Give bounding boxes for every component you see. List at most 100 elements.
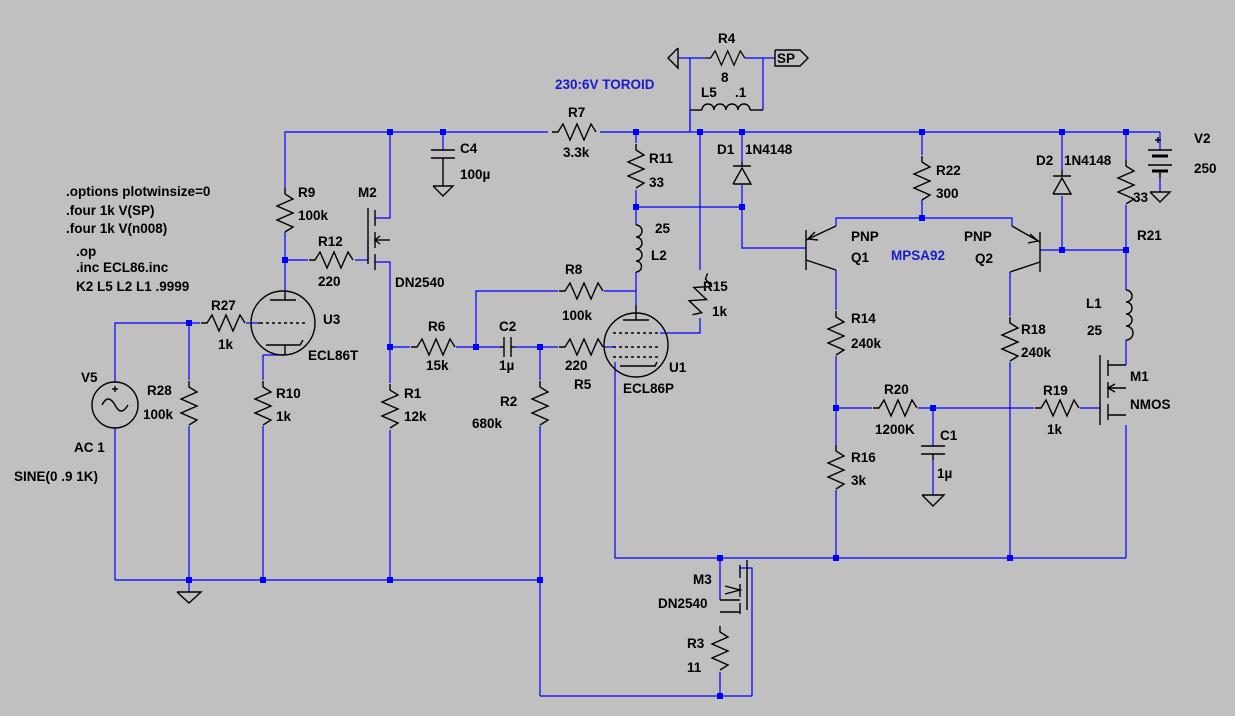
junction bbox=[387, 344, 393, 350]
resistor-R20-symbol[interactable] bbox=[872, 399, 918, 417]
resistor-R2-symbol[interactable] bbox=[531, 380, 549, 426]
label-R8: R8 bbox=[565, 262, 583, 277]
resistor-R5-symbol[interactable] bbox=[558, 338, 604, 356]
value-R21: 33 bbox=[1133, 190, 1149, 205]
transistor-Q1-symbol[interactable] bbox=[805, 225, 837, 271]
directive-coupling: K2 L5 L2 L1 .9999 bbox=[76, 279, 189, 294]
value-C2: 1µ bbox=[499, 358, 514, 373]
resistor-R18-symbol[interactable] bbox=[1001, 316, 1019, 362]
resistor-R12-symbol[interactable] bbox=[308, 251, 354, 269]
label-U3: U3 bbox=[323, 312, 341, 327]
label-R16: R16 bbox=[851, 450, 876, 465]
label-R2: R2 bbox=[500, 394, 517, 409]
sp-output-flag[interactable] bbox=[774, 49, 809, 67]
resistor-R27-symbol[interactable] bbox=[200, 314, 246, 332]
value-R20: 1200K bbox=[875, 422, 915, 437]
label-C4: C4 bbox=[460, 141, 478, 156]
value-R4: 8 bbox=[721, 70, 729, 85]
label-R22: R22 bbox=[936, 163, 961, 178]
resistor-R19-symbol[interactable] bbox=[1034, 399, 1080, 417]
value-C1: 1µ bbox=[937, 466, 952, 481]
label-L1: L1 bbox=[1086, 296, 1102, 311]
junction bbox=[833, 405, 839, 411]
value-R10: 1k bbox=[276, 409, 292, 424]
capacitor-C1-symbol[interactable] bbox=[921, 445, 946, 507]
resistor-R9-symbol[interactable] bbox=[276, 187, 294, 233]
value-L5: .1 bbox=[735, 85, 747, 100]
value-R19: 1k bbox=[1047, 422, 1063, 437]
value-R18: 240k bbox=[1021, 345, 1052, 360]
value-U1: ECL86P bbox=[623, 381, 674, 396]
junction bbox=[186, 577, 192, 583]
voltage-source-V5-symbol[interactable] bbox=[91, 381, 139, 429]
voltage-source-V2-symbol[interactable] bbox=[1148, 137, 1172, 203]
resistor-R8-symbol[interactable] bbox=[558, 282, 604, 300]
junction bbox=[440, 129, 446, 135]
inductor-L2-symbol[interactable] bbox=[635, 224, 643, 273]
tube-U1-symbol[interactable] bbox=[603, 305, 669, 378]
directive-options: .options plotwinsize=0 bbox=[66, 184, 210, 199]
transistor-Q2-symbol[interactable] bbox=[1009, 225, 1041, 273]
mosfet-M2-symbol[interactable] bbox=[367, 208, 390, 270]
label-Q1: Q1 bbox=[851, 250, 870, 265]
resistor-R10-symbol[interactable] bbox=[254, 380, 272, 426]
junction bbox=[387, 577, 393, 583]
directive-four-sp: .four 1k V(SP) bbox=[66, 203, 155, 218]
label-V2: V2 bbox=[1194, 131, 1211, 146]
label-R10: R10 bbox=[276, 386, 301, 401]
label-R5: R5 bbox=[574, 377, 592, 392]
resistor-R28-symbol[interactable] bbox=[180, 380, 198, 426]
label-U1: U1 bbox=[669, 360, 687, 375]
mosfet-M1-symbol[interactable] bbox=[1099, 355, 1126, 425]
junction bbox=[1007, 555, 1013, 561]
ground-flag-left bbox=[667, 47, 679, 70]
label-R9: R9 bbox=[298, 185, 315, 200]
resistor-R7-symbol[interactable] bbox=[551, 123, 597, 141]
value-R8: 100k bbox=[562, 308, 593, 323]
label-R18: R18 bbox=[1021, 322, 1046, 337]
resistor-R4-symbol[interactable] bbox=[704, 50, 746, 66]
mosfet-M3-symbol[interactable] bbox=[720, 560, 748, 614]
resistor-R1-symbol[interactable] bbox=[381, 383, 399, 429]
resistor-R3-symbol[interactable] bbox=[711, 625, 729, 671]
resistor-R15-symbol[interactable] bbox=[684, 269, 716, 319]
resistor-R11-symbol[interactable] bbox=[627, 143, 645, 189]
junction bbox=[739, 204, 745, 210]
label-M2: M2 bbox=[358, 185, 377, 200]
capacitor-C2-symbol[interactable] bbox=[500, 337, 515, 357]
value-R22: 300 bbox=[936, 186, 959, 201]
inductor-L5-symbol[interactable] bbox=[690, 103, 763, 111]
value-C4: 100µ bbox=[460, 167, 490, 182]
label-R4: R4 bbox=[718, 31, 736, 46]
junction bbox=[919, 129, 925, 135]
value-V5: AC 1 bbox=[74, 440, 105, 455]
junction bbox=[1123, 247, 1129, 253]
capacitor-C4-symbol[interactable] bbox=[431, 149, 455, 197]
junction bbox=[697, 129, 703, 135]
value-R9: 100k bbox=[298, 208, 329, 223]
resistor-R14-symbol[interactable] bbox=[827, 310, 845, 356]
label-R3: R3 bbox=[687, 636, 705, 651]
value-R14: 240k bbox=[851, 336, 882, 351]
label-R6: R6 bbox=[428, 319, 446, 334]
label-R20: R20 bbox=[884, 382, 909, 397]
value-R28: 100k bbox=[143, 407, 174, 422]
resistor-R21-symbol[interactable] bbox=[1117, 159, 1135, 205]
junction bbox=[633, 204, 639, 210]
junction bbox=[930, 405, 936, 411]
inductor-L1-symbol[interactable] bbox=[1125, 289, 1134, 341]
resistor-R16-symbol[interactable] bbox=[827, 444, 845, 490]
label-R21: R21 bbox=[1137, 228, 1162, 243]
label-M1: M1 bbox=[1130, 369, 1149, 384]
junction-dots bbox=[186, 129, 1129, 699]
junction bbox=[260, 577, 266, 583]
resistor-R6-symbol[interactable] bbox=[410, 338, 456, 356]
diode-D1-symbol[interactable] bbox=[732, 162, 753, 185]
value-Q2: PNP bbox=[964, 229, 992, 244]
diode-D2-symbol[interactable] bbox=[1052, 170, 1073, 195]
labels: .options plotwinsize=0 .four 1k V(SP) .f… bbox=[14, 31, 1217, 675]
resistor-R22-symbol[interactable] bbox=[913, 155, 931, 201]
junction bbox=[1123, 129, 1129, 135]
tube-U3-symbol[interactable] bbox=[250, 290, 316, 356]
